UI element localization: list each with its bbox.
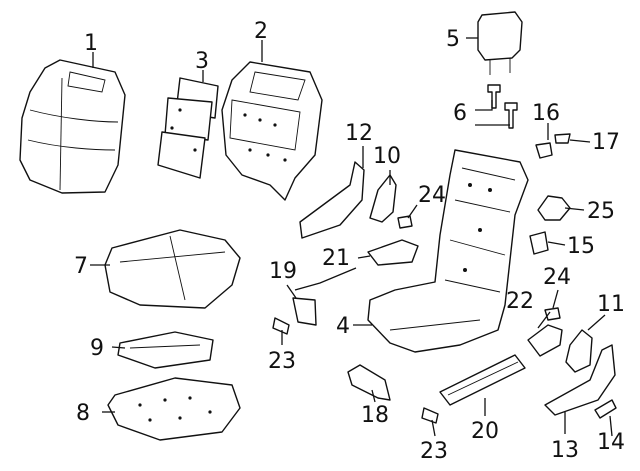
part-15-latch-cover: [529, 231, 549, 255]
part-8-cushion-frame: [107, 377, 241, 441]
callout-19: 19: [269, 259, 297, 284]
callout-17: 17: [592, 130, 620, 155]
part-16-clip: [535, 142, 553, 159]
callout-11: 11: [597, 292, 625, 317]
callout-12: 12: [345, 121, 373, 146]
part-24-clip-upper: [397, 215, 413, 229]
callout-7: 7: [74, 254, 88, 279]
part-23-clip-lower: [421, 407, 439, 424]
part-22-cover: [527, 324, 563, 357]
callout-20: 20: [471, 419, 499, 444]
part-6-headrest-guides: [487, 84, 518, 129]
callout-18: 18: [361, 403, 389, 428]
callout-13: 13: [551, 438, 579, 463]
callout-8: 8: [76, 401, 90, 426]
callouts: 1 2 3 4 5 6 7 8 9 10 11 12 13 14 15 16 1…: [74, 19, 625, 464]
part-20-rail-trim: [439, 354, 526, 406]
part-2-seatback-frame: [221, 61, 323, 201]
callout-1: 1: [84, 31, 98, 56]
part-24-clip-lower: [544, 307, 561, 321]
callout-3: 3: [195, 49, 209, 74]
part-10-recliner-cover: [369, 174, 397, 223]
part-21-rail-cover: [367, 239, 419, 266]
part-23-clip-left: [272, 317, 290, 335]
callout-23-left: 23: [268, 349, 296, 374]
part-17-clip: [554, 133, 571, 144]
callout-25: 25: [587, 199, 615, 224]
callout-22: 22: [506, 289, 534, 314]
callout-16: 16: [532, 101, 560, 126]
callout-24-lower: 24: [543, 265, 571, 290]
callout-4: 4: [336, 314, 350, 339]
callout-5: 5: [446, 27, 460, 52]
callout-24-upper: 24: [418, 183, 446, 208]
callout-21: 21: [322, 246, 350, 271]
part-19-wire-bar: [292, 267, 357, 326]
callout-23-lower: 23: [420, 439, 448, 464]
part-1-seatback-cover: [19, 59, 126, 194]
callout-9: 9: [90, 336, 104, 361]
leader-lines: [90, 37, 613, 437]
part-14-handle: [594, 399, 617, 419]
part-18-trim: [347, 364, 391, 401]
callout-6: 6: [453, 101, 467, 126]
part-4-seat-frame: [367, 149, 529, 353]
part-3-seatback-pad: [157, 77, 219, 179]
part-7-cushion-cover: [104, 229, 241, 309]
callout-15: 15: [567, 234, 595, 259]
part-5-headrest: [477, 11, 523, 75]
part-13-outer-shield: [544, 344, 616, 416]
callout-10: 10: [373, 144, 401, 169]
callout-14: 14: [597, 430, 625, 455]
part-11-recliner-cover-right: [565, 329, 593, 373]
part-12-side-shield: [299, 161, 365, 239]
callout-2: 2: [254, 19, 268, 44]
part-9-cushion-pad: [117, 331, 214, 369]
